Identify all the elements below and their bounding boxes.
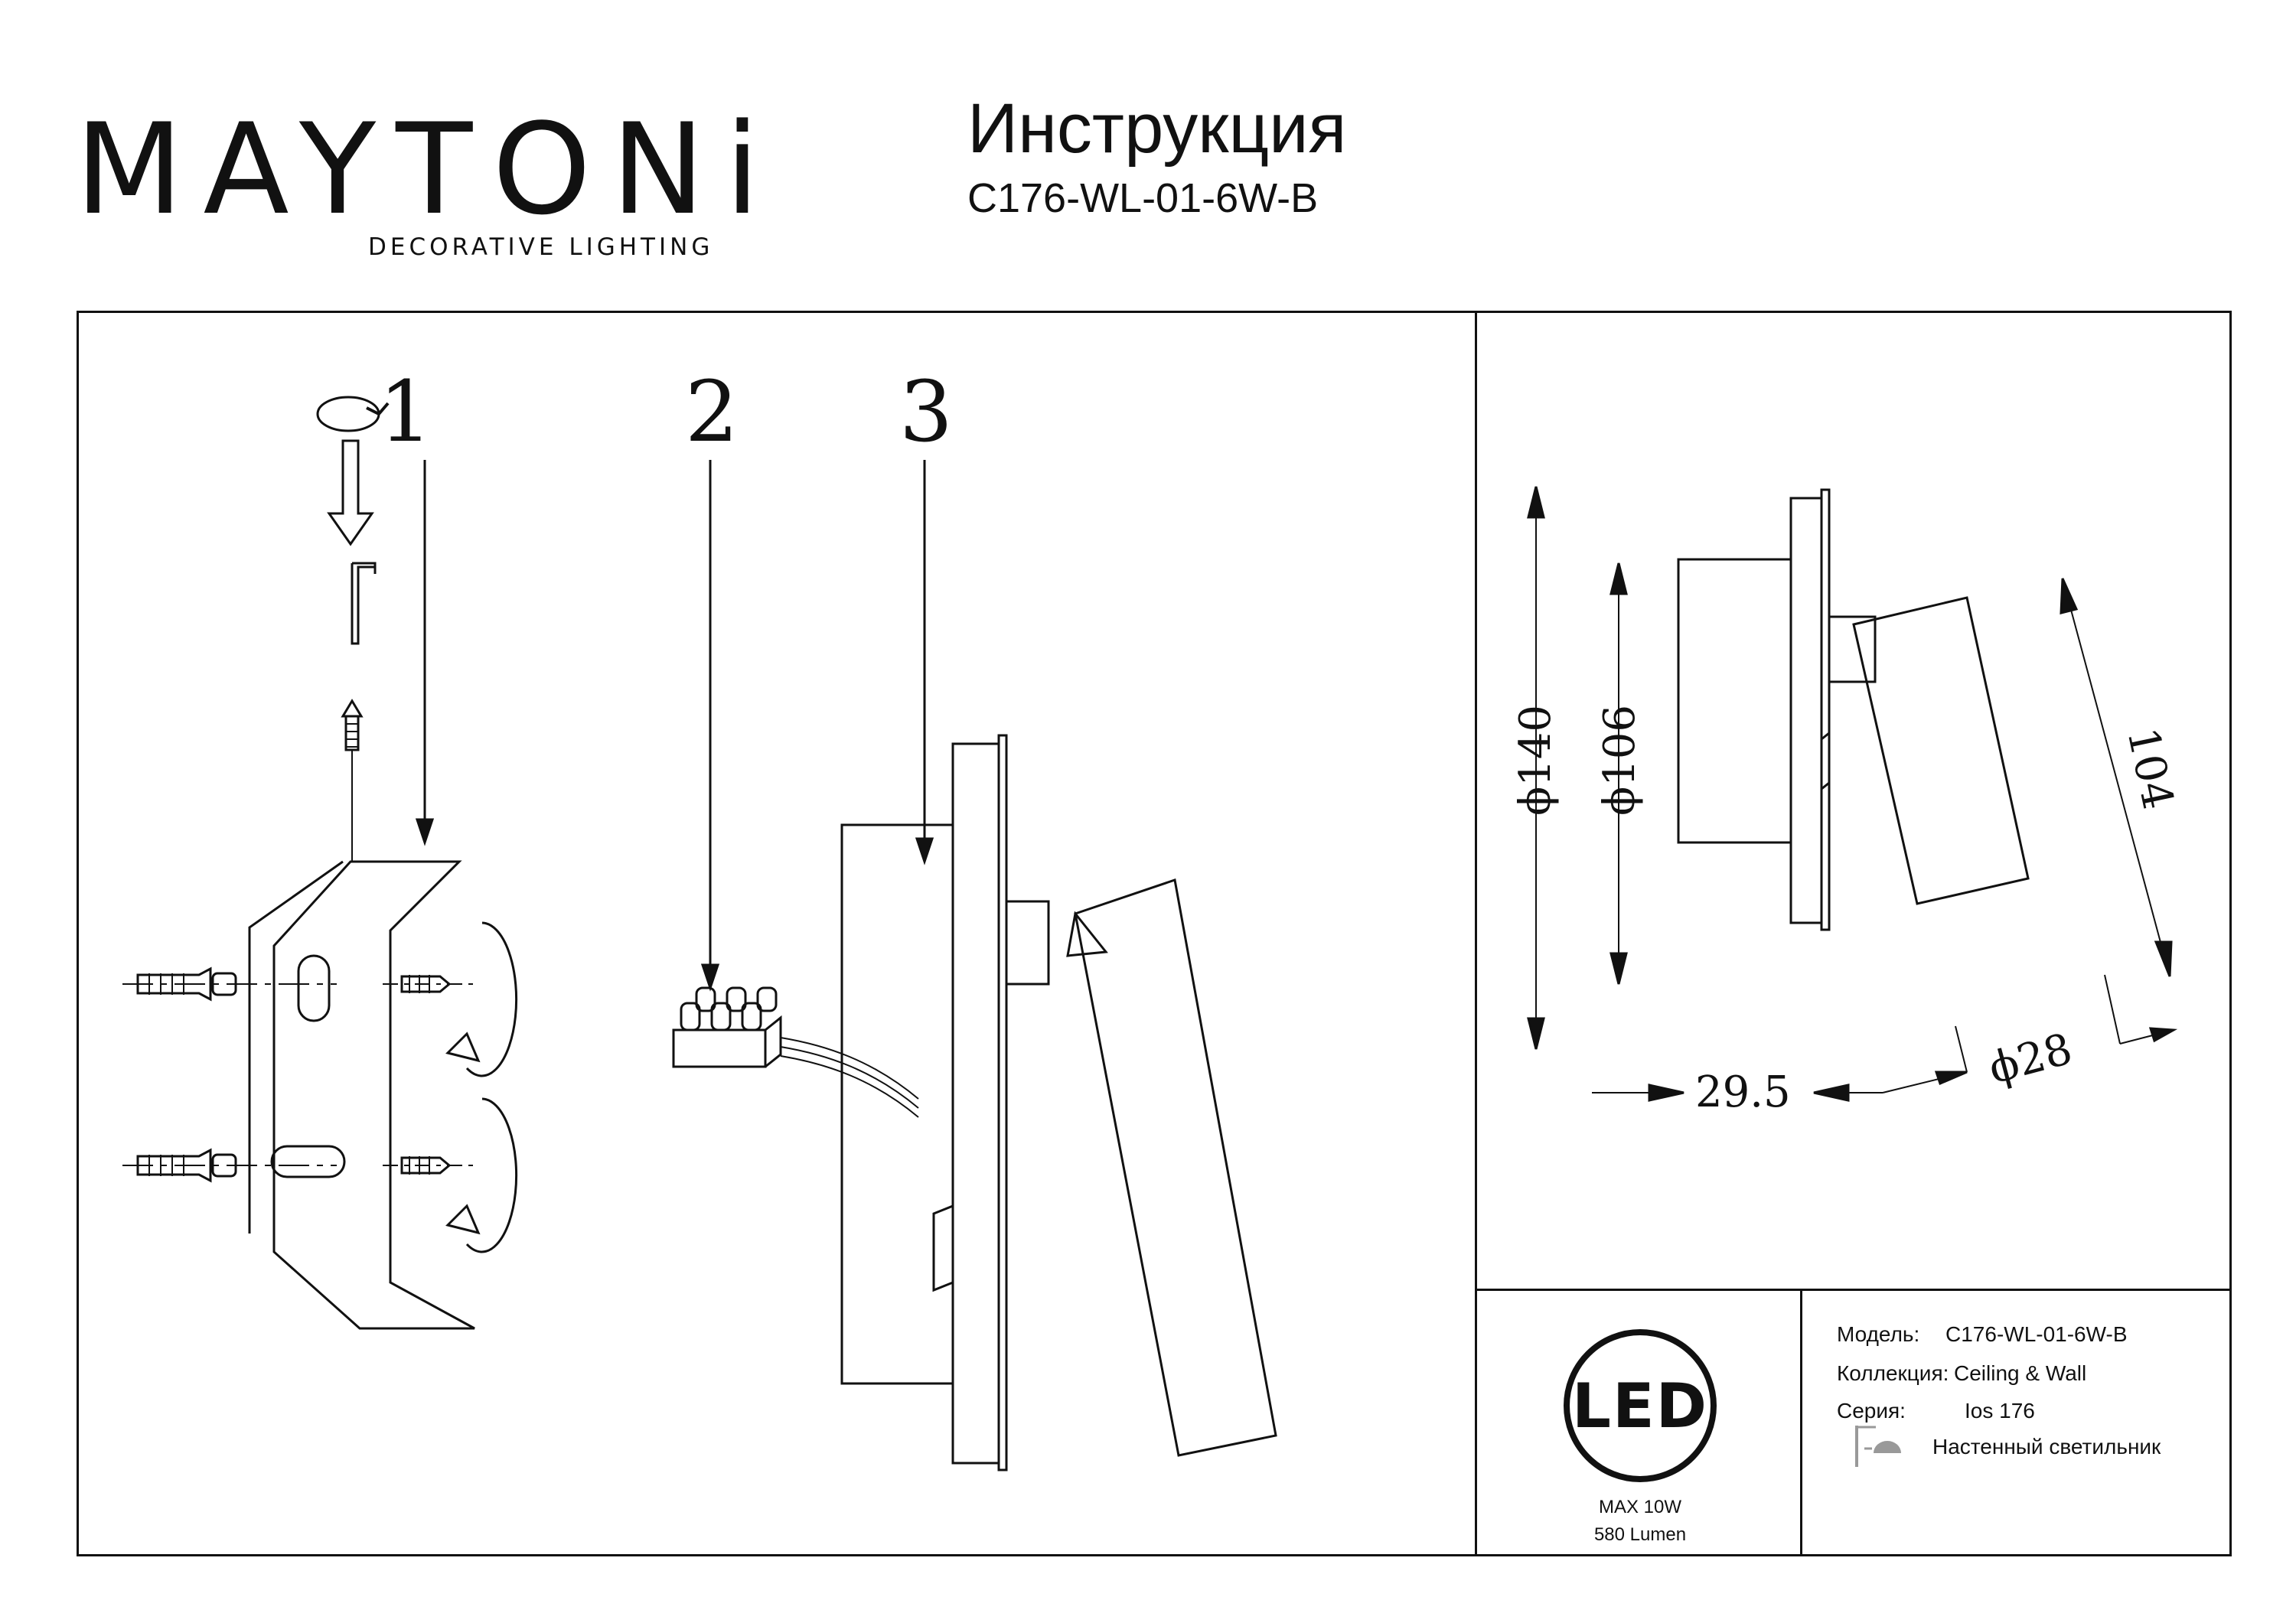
- led-badge-label: LED: [1571, 1370, 1709, 1442]
- dim-body-diameter: ϕ106: [1595, 705, 1645, 816]
- screw-icon: [341, 699, 364, 862]
- brand-tagline: DECORATIVE LIGHTING: [368, 233, 714, 261]
- assembly-diagram: 1 2 3: [122, 363, 1277, 1471]
- step-3-label: 3: [899, 363, 953, 461]
- screw-icon: [383, 1156, 475, 1175]
- dim-backplate-diameter: ϕ140: [1511, 705, 1561, 816]
- lamp-side-view: [840, 734, 1277, 1471]
- dim-depth: 29.5: [1695, 1067, 1791, 1117]
- step-2-label: 2: [685, 363, 739, 461]
- luminous-flux: 580 Lumen: [1593, 1524, 1687, 1545]
- series-label: Серия:: [1837, 1399, 1906, 1423]
- model-code-heading: C176-WL-01-6W-B: [967, 175, 1319, 221]
- series-value: Ios 176: [1965, 1399, 2035, 1423]
- down-arrow-icon: [327, 439, 374, 546]
- step-1-label: 1: [379, 363, 432, 461]
- wall-plug-icon: [122, 1148, 337, 1183]
- collection-value: Ceiling & Wall: [1954, 1361, 2087, 1385]
- dim-head-length: 104: [2117, 723, 2183, 813]
- spec-divider-horizontal: [1475, 1289, 2232, 1291]
- terminal-block: [672, 986, 919, 1118]
- dim-head-diameter: ϕ28: [1984, 1024, 2078, 1093]
- led-badge: LED: [1564, 1329, 1717, 1482]
- collection-label: Коллекция:: [1837, 1361, 1949, 1385]
- rotate-arrow-icon: [445, 921, 518, 1077]
- type-value: Настенный светильник: [1932, 1435, 2161, 1458]
- rotate-icon: [316, 396, 390, 432]
- model-label: Модель:: [1837, 1322, 1920, 1346]
- rotate-arrow-icon: [445, 1097, 518, 1253]
- wall-lamp-icon: [1855, 1426, 1901, 1467]
- dimensions-frame-divider: [1475, 311, 1477, 1556]
- dimension-diagram: ϕ140 ϕ106 104 29.5 ϕ28: [1511, 486, 2183, 1117]
- allen-key-icon: [351, 562, 377, 645]
- brand-logo: MAYTONi: [75, 96, 780, 243]
- mounting-bracket: [248, 860, 475, 1330]
- page-title: Инструкция: [967, 90, 1347, 168]
- wall-plug-icon: [122, 966, 337, 1002]
- spec-divider-vertical: [1800, 1289, 1802, 1556]
- outer-frame: [77, 311, 2232, 1556]
- screw-icon: [383, 975, 475, 993]
- max-power: MAX 10W: [1598, 1497, 1682, 1517]
- model-value: C176-WL-01-6W-B: [1945, 1322, 2128, 1346]
